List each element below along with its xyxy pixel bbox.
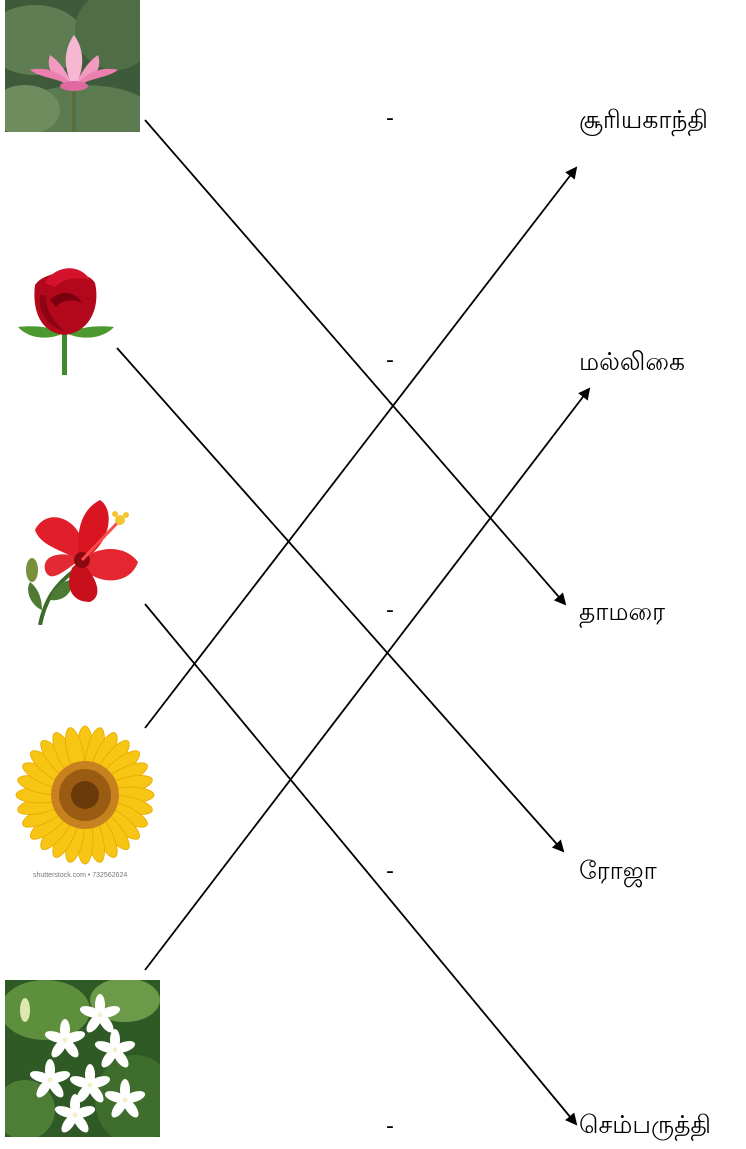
match-line-hibiscus xyxy=(145,604,576,1124)
match-line-rose xyxy=(117,348,563,851)
dash-5: - xyxy=(386,1116,394,1138)
word-sunflower: சூரியகாந்தி xyxy=(579,107,708,132)
dash-3: - xyxy=(386,600,394,622)
match-line-lotus xyxy=(145,120,565,604)
dash-2: - xyxy=(386,350,394,372)
dash-4: - xyxy=(386,861,394,883)
word-jasmine: மல்லிகை xyxy=(579,349,685,374)
word-rose: ரோஜா xyxy=(579,858,657,883)
match-line-sunflower xyxy=(145,168,576,728)
match-line-jasmine xyxy=(145,389,589,970)
word-hibiscus: செம்பருத்தி xyxy=(579,1112,711,1137)
word-lotus: தாமரை xyxy=(579,599,665,624)
dash-1: - xyxy=(386,108,394,130)
